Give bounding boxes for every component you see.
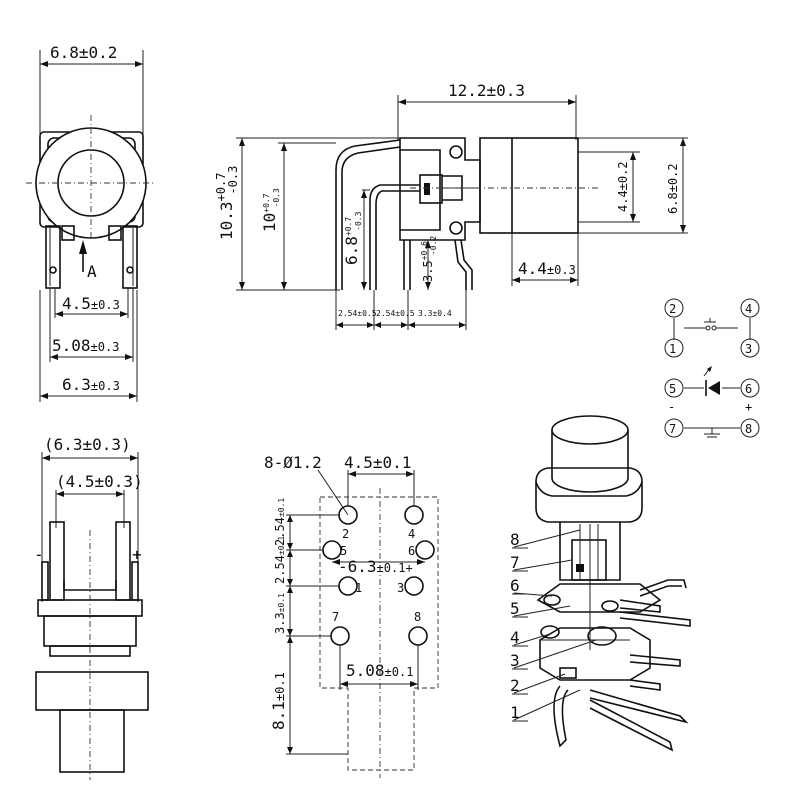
part-label-5: 5 — [510, 599, 520, 618]
dim-pcb-254b: 2.54 — [273, 555, 287, 584]
dim-pcb-63: -6.3 — [338, 557, 377, 576]
dim-front-508-tol: ±0.3 — [91, 340, 120, 354]
dim-pcb-45: 4.5±0.1 — [344, 453, 411, 472]
dim-pcb-81-tol: ±0.1 — [273, 672, 287, 701]
dim-side-cap-len-tol: ±0.3 — [547, 263, 576, 277]
svg-text:4.4±0.3: 4.4±0.3 — [518, 259, 576, 278]
side-view: 12.2±0.3 10.3+0.7-0.3 — [214, 81, 688, 330]
dim-front-width: 6.8±0.2 — [50, 43, 117, 62]
schematic-pin-2: 2 — [669, 302, 676, 316]
schematic-pin-1: 1 — [669, 342, 676, 356]
pcb-pin-6: 6 — [408, 544, 415, 558]
svg-text:3.3±0.1: 3.3±0.1 — [273, 593, 287, 634]
dim-bottom-inner: (4.5±0.3) — [56, 472, 143, 491]
svg-text:2.54±0.1: 2.54±0.1 — [273, 498, 287, 546]
front-view: 6.8±0.2 A 4.5±0.3 5.08±0.3 — [26, 43, 155, 402]
part-label-1: 1 — [510, 703, 520, 722]
schematic-plus: + — [745, 400, 752, 414]
exploded-view: 8 7 6 5 4 3 2 1 — [510, 415, 691, 752]
part-label-4: 4 — [510, 628, 520, 647]
svg-text:-6.3±0.1+: -6.3±0.1+ — [338, 557, 413, 576]
schematic-pin-5: 5 — [669, 382, 676, 396]
dim-front-508: 5.08 — [52, 336, 91, 355]
schematic-pin-7: 7 — [669, 422, 676, 436]
dim-bottom-outer: (6.3±0.3) — [44, 435, 131, 454]
svg-text:6.3±0.3: 6.3±0.3 — [62, 375, 120, 394]
schematic: 2 4 1 3 5 6 - + 7 8 — [664, 298, 760, 438]
dim-side-length: 12.2±0.3 — [448, 81, 525, 100]
view-marker-a: A — [87, 262, 97, 281]
schematic-pin-4: 4 — [745, 302, 752, 316]
pcb-pin-8: 8 — [414, 610, 421, 624]
pcb-pin-1: 1 — [355, 581, 362, 595]
pcb-pin-3: 3 — [397, 581, 404, 595]
dim-side-10: 10 — [260, 213, 279, 232]
svg-text:8.1±0.1: 8.1±0.1 — [269, 672, 288, 730]
dim-side-35-tol-up: +0.6 — [420, 241, 429, 260]
dim-pcb-508-tol: ±0.1 — [385, 665, 414, 679]
dim-side-68-tol-dn: -0.3 — [354, 211, 363, 230]
part-label-2: 2 — [510, 676, 520, 695]
svg-text:5.08±0.1: 5.08±0.1 — [346, 661, 413, 680]
dim-side-35-tol-dn: -0.2 — [429, 236, 438, 255]
svg-text:10+0.7-0.3: 10+0.7-0.3 — [260, 188, 281, 232]
dim-pcb-63-tol: ±0.1 — [377, 561, 406, 575]
svg-text:4.5±0.3: 4.5±0.3 — [62, 294, 120, 313]
pcb-pin-7: 7 — [332, 610, 339, 624]
schematic-minus: - — [668, 400, 675, 414]
part-label-3: 3 — [510, 651, 520, 670]
dim-pcb-81: 8.1 — [269, 701, 288, 730]
dim-front-45-tol: ±0.3 — [91, 298, 120, 312]
dim-side-35: 3.5 — [421, 260, 435, 282]
dim-pcb-holes: 8-Ø1.2 — [264, 453, 322, 472]
dim-side-103-tol-up: +0.7 — [214, 173, 228, 202]
part-label-6: 6 — [510, 576, 520, 595]
pcb-plus: + — [405, 561, 412, 575]
dim-pcb-33: 3.3 — [273, 612, 287, 634]
svg-text:5.08±0.3: 5.08±0.3 — [52, 336, 119, 355]
bottom-plus: + — [132, 545, 142, 564]
schematic-pin-6: 6 — [745, 382, 752, 396]
pcb-pin-4: 4 — [408, 527, 415, 541]
dim-side-pitch-2: 2.54±0.5 — [376, 309, 415, 318]
svg-text:6.8+0.7-0.3: 6.8+0.7-0.3 — [342, 211, 363, 265]
svg-text:10.3+0.7-0.3: 10.3+0.7-0.3 — [214, 166, 240, 240]
pcb-pin-2: 2 — [342, 527, 349, 541]
dim-side-pitch-3: 3.3±0.4 — [418, 309, 452, 318]
dim-pcb-254a-tol: ±0.1 — [277, 498, 286, 517]
pcb-pin-5: 5 — [340, 544, 347, 558]
dim-pcb-254a: 2.54 — [273, 517, 287, 546]
dim-side-cap-44: 4.4±0.2 — [616, 161, 630, 212]
svg-text:2.54±0.1: 2.54±0.1 — [273, 536, 287, 584]
dim-pcb-33-tol: ±0.1 — [277, 593, 286, 612]
dim-side-pitch-1: 2.54±0.5 — [338, 309, 377, 318]
schematic-pin-3: 3 — [745, 342, 752, 356]
dim-front-63-tol: ±0.3 — [91, 379, 120, 393]
dim-side-cap-68: 6.8±0.2 — [666, 163, 680, 214]
dim-side-10-tol-up: +0.7 — [262, 193, 271, 212]
dim-side-68: 6.8 — [342, 236, 361, 265]
dim-front-45: 4.5 — [62, 294, 91, 313]
svg-text:3.5+0.6-0.2: 3.5+0.6-0.2 — [420, 236, 438, 282]
dim-pcb-254b-tol: ±0.1 — [277, 536, 286, 555]
dim-pcb-508: 5.08 — [346, 661, 385, 680]
schematic-pin-8: 8 — [745, 422, 752, 436]
dim-side-10-tol-dn: -0.3 — [272, 188, 281, 207]
dim-side-103-tol-dn: -0.3 — [226, 166, 240, 195]
bottom-minus: - — [34, 545, 44, 564]
dim-side-103: 10.3 — [217, 201, 236, 240]
bottom-view: (6.3±0.3) (4.5±0.3) - + — [34, 435, 149, 780]
part-label-8: 8 — [510, 530, 520, 549]
dim-front-63: 6.3 — [62, 375, 91, 394]
dim-side-cap-len: 4.4 — [518, 259, 547, 278]
part-label-7: 7 — [510, 553, 520, 572]
pcb-layout: 2 4 5 6 1 3 7 8 8-Ø1.2 4.5±0.1 -6.3±0.1+… — [264, 453, 439, 778]
dim-side-68-tol-up: +0.7 — [344, 217, 353, 236]
